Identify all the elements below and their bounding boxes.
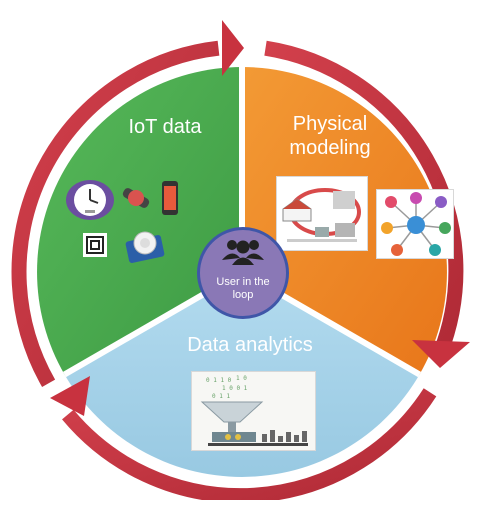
social-network-diagram xyxy=(376,189,454,259)
motion-sensor-icon xyxy=(125,231,165,263)
svg-text:1 0: 1 0 xyxy=(236,375,247,382)
arrow-arc-2 xyxy=(264,40,464,357)
svg-text:0 1 1: 0 1 1 xyxy=(212,393,230,400)
arrowhead-1 xyxy=(222,20,244,76)
clock-device-icon xyxy=(66,180,114,220)
svg-text:1 0 0 1: 1 0 0 1 xyxy=(222,385,248,392)
arrow-arc-3 xyxy=(62,388,437,504)
svg-text:0 1 1 0: 0 1 1 0 xyxy=(206,377,232,384)
cycle-arrows xyxy=(11,40,464,504)
hub-label: User in the loop xyxy=(200,276,286,302)
physical-modeling-line2: modeling xyxy=(289,137,371,159)
arrow-arc-1 xyxy=(11,40,220,388)
arrowhead-3 xyxy=(50,376,90,416)
hub-label-line2: loop xyxy=(232,289,254,301)
users-group-icon xyxy=(222,240,264,265)
data-analytics-title: Data analytics xyxy=(187,334,313,356)
energy-cycle-diagram xyxy=(276,176,368,251)
smartphone-icon xyxy=(162,181,178,215)
physical-modeling-line1: Physical xyxy=(292,113,368,135)
iot-data-title: IoT data xyxy=(128,116,202,138)
wristband-icon xyxy=(122,188,150,208)
sector-iot xyxy=(37,67,242,375)
physical-modeling-title: Physical modeling xyxy=(270,112,390,160)
hub-label-line1: User in the xyxy=(216,276,270,288)
rfid-tag-icon xyxy=(83,233,107,257)
user-in-the-loop-hub: User in the loop xyxy=(197,227,289,319)
arrowhead-2 xyxy=(412,340,470,368)
